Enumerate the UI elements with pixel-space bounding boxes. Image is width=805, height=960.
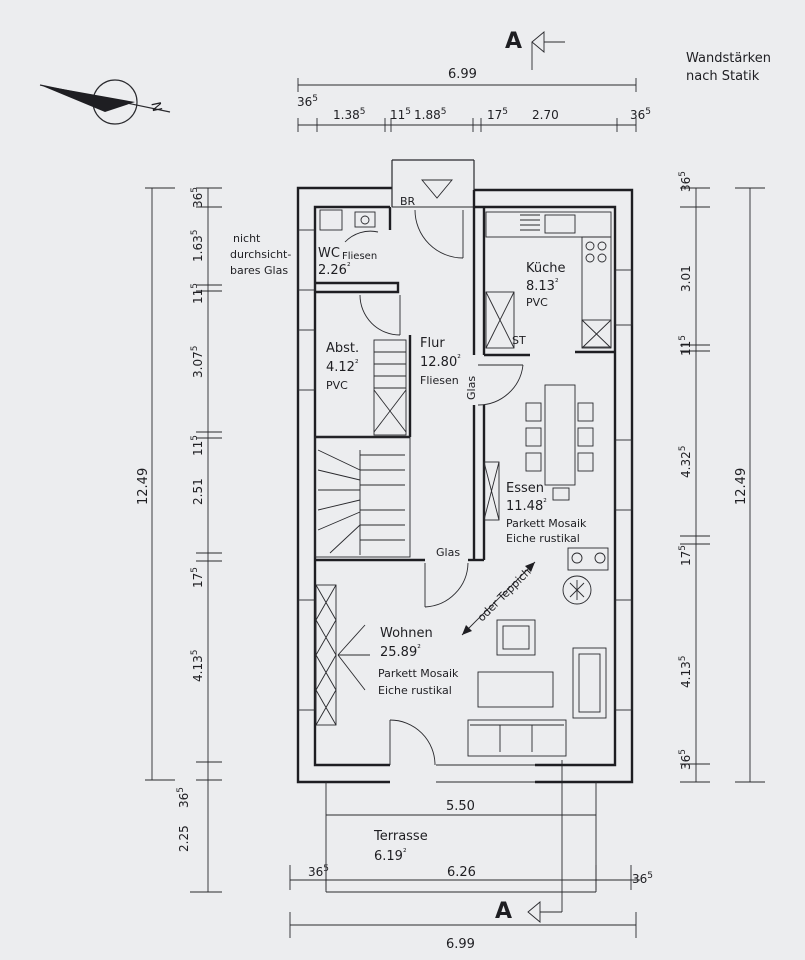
interior-walls (314, 190, 615, 562)
window-note-line3: bares Glas (230, 264, 288, 277)
room-terrasse: Terrasse 6.19² (373, 829, 428, 864)
svg-text:Wohnen: Wohnen (380, 626, 433, 641)
north-arrow: N (39, 79, 171, 125)
window-note-line1: nicht (233, 232, 261, 245)
section-marker-bottom: A (495, 760, 563, 924)
room-wohnen: Wohnen 25.89² Parkett Mosaik Eiche rusti… (378, 626, 459, 697)
svg-text:1.385: 1.385 (333, 107, 365, 122)
svg-text:365: 365 (678, 171, 693, 192)
svg-text:Flur: Flur (420, 336, 445, 351)
dimension-right: 365 3.01 115 4.325 175 4.135 365 12.49 (678, 171, 765, 783)
svg-text:Eiche rustikal: Eiche rustikal (506, 532, 580, 545)
room-essen: Essen 11.48² Parkett Mosaik Eiche rustik… (506, 481, 587, 545)
dining-cabinet (483, 461, 500, 521)
room-wc: WC Fliesen 2.26² (318, 246, 377, 278)
svg-text:115: 115 (190, 435, 205, 456)
svg-text:Essen: Essen (506, 481, 544, 496)
dimension-bottom: 5.50 365 6.26 365 6.99 (289, 799, 653, 952)
svg-text:oder Teppich: oder Teppich (475, 565, 534, 624)
storage-shelves (373, 339, 407, 436)
svg-text:12.49: 12.49 (136, 468, 151, 505)
label-br: BR (400, 195, 416, 208)
svg-text:3.075: 3.075 (190, 346, 205, 378)
svg-text:Abst.: Abst. (326, 341, 359, 356)
svg-text:25.89²: 25.89² (380, 644, 421, 660)
wc-fixtures (319, 209, 376, 231)
living-furniture (315, 584, 607, 757)
dimension-left: 12.49 365 1.635 115 3.075 115 2.51 175 4… (136, 187, 222, 893)
svg-text:4.135: 4.135 (678, 656, 693, 688)
svg-text:5.50: 5.50 (446, 799, 475, 814)
label-st: ST (512, 334, 526, 347)
svg-text:PVC: PVC (326, 379, 348, 392)
staircase (317, 449, 405, 555)
doors (344, 209, 524, 766)
svg-text:11.48²: 11.48² (506, 498, 547, 514)
svg-text:4.12²: 4.12² (326, 359, 359, 375)
terrace (325, 782, 597, 893)
svg-text:2.26²: 2.26² (318, 262, 351, 278)
svg-text:Fliesen: Fliesen (420, 374, 459, 387)
room-kueche: Küche 8.13² PVC (526, 261, 566, 309)
svg-text:PVC: PVC (526, 296, 548, 309)
svg-text:2.51: 2.51 (191, 478, 205, 505)
window-note-line2: durchsicht- (230, 248, 291, 261)
svg-text:4.135: 4.135 (190, 650, 205, 682)
label-glas-vertical: Glas (465, 376, 478, 400)
section-marker-top: A (505, 29, 565, 70)
svg-text:Parkett Mosaik: Parkett Mosaik (378, 667, 459, 680)
svg-text:6.99: 6.99 (446, 937, 475, 952)
svg-text:365: 365 (176, 787, 191, 808)
svg-text:Küche: Küche (526, 261, 566, 276)
svg-text:2.25: 2.25 (177, 825, 191, 852)
svg-text:365: 365 (630, 107, 651, 122)
svg-text:1.635: 1.635 (190, 230, 205, 262)
svg-text:175: 175 (487, 107, 508, 122)
note-line2: nach Statik (686, 69, 760, 84)
svg-text:3.01: 3.01 (679, 265, 693, 292)
svg-text:6.99: 6.99 (448, 67, 477, 82)
svg-text:175: 175 (678, 545, 693, 566)
svg-text:365: 365 (678, 749, 693, 770)
svg-text:115: 115 (190, 283, 205, 304)
svg-text:115: 115 (390, 107, 411, 122)
room-flur: Flur 12.80² Fliesen (420, 336, 461, 387)
svg-text:2.70: 2.70 (532, 108, 559, 122)
svg-text:Fliesen: Fliesen (342, 251, 377, 262)
svg-text:A: A (495, 899, 512, 924)
svg-text:Eiche rustikal: Eiche rustikal (378, 684, 452, 697)
note-line1: Wandstärken (686, 51, 771, 66)
stove (562, 547, 609, 605)
svg-text:365: 365 (190, 187, 205, 208)
label-glas-horizontal: Glas (436, 546, 460, 559)
svg-text:1.885: 1.885 (414, 107, 446, 122)
svg-text:12.49: 12.49 (734, 468, 749, 505)
svg-text:365: 365 (297, 94, 318, 109)
dimension-top: 6.99 365 1.385 115 1.885 175 2.70 365 (297, 67, 651, 132)
svg-text:Terrasse: Terrasse (373, 829, 428, 844)
carpet-arrow: oder Teppich (461, 561, 536, 636)
svg-text:115: 115 (678, 335, 693, 356)
svg-text:6.19²: 6.19² (374, 848, 407, 864)
room-abst: Abst. 4.12² PVC (326, 341, 359, 392)
svg-text:WC: WC (318, 246, 340, 261)
svg-text:175: 175 (190, 567, 205, 588)
windows (297, 229, 633, 711)
svg-text:A: A (505, 29, 522, 54)
svg-text:4.325: 4.325 (678, 446, 693, 478)
svg-text:12.80²: 12.80² (420, 354, 461, 370)
kitchen-fixtures (485, 211, 612, 349)
svg-text:6.26: 6.26 (447, 865, 476, 880)
north-label: N (147, 101, 164, 114)
svg-text:365: 365 (632, 871, 653, 886)
dining-table (525, 384, 594, 501)
svg-text:Parkett Mosaik: Parkett Mosaik (506, 517, 587, 530)
svg-text:8.13²: 8.13² (526, 278, 559, 294)
